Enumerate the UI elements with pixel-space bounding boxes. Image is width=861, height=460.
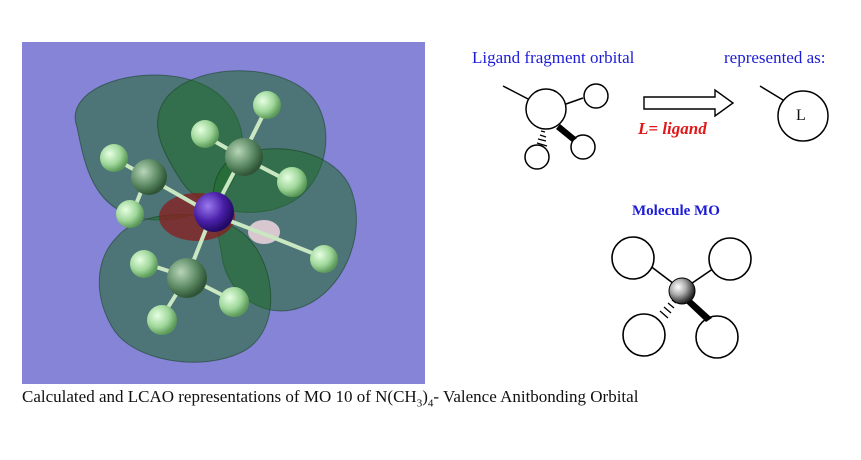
figure-caption: Calculated and LCAO representations of M… [22,387,638,409]
represented-as-label: represented as: [724,48,826,67]
hashed-bond [536,130,548,147]
molecule-mo-title: Molecule MO [632,203,720,219]
mo-render-image [22,42,425,384]
carbon-atoms [131,138,263,298]
wedge-bond [556,124,577,142]
ligand-fragment-title: Ligand fragment orbital [472,48,635,67]
nitrogen-atom [194,192,234,232]
ligand-equation: L= ligand [638,119,707,138]
caption-sub2: 4 [427,397,434,410]
ligand-symbol: L [796,107,806,124]
hydrogen-atoms [100,91,338,335]
ligand-fragment-orbital [502,83,609,170]
molecule-wedge-bond [685,298,712,322]
central-atom [668,277,696,305]
hollow-arrow [643,88,735,118]
mo-render-svg [74,70,357,363]
caption-mid: ) [422,387,428,406]
ligand-symbol-orbital [759,85,829,142]
molecule-hashed-bond [659,299,677,319]
caption-post: - Valence Anitbonding Orbital [433,387,639,406]
caption-pre: Calculated and LCAO representations of M… [22,387,417,406]
caption-sub1: 3 [416,397,423,410]
molecule-mo [611,236,752,359]
